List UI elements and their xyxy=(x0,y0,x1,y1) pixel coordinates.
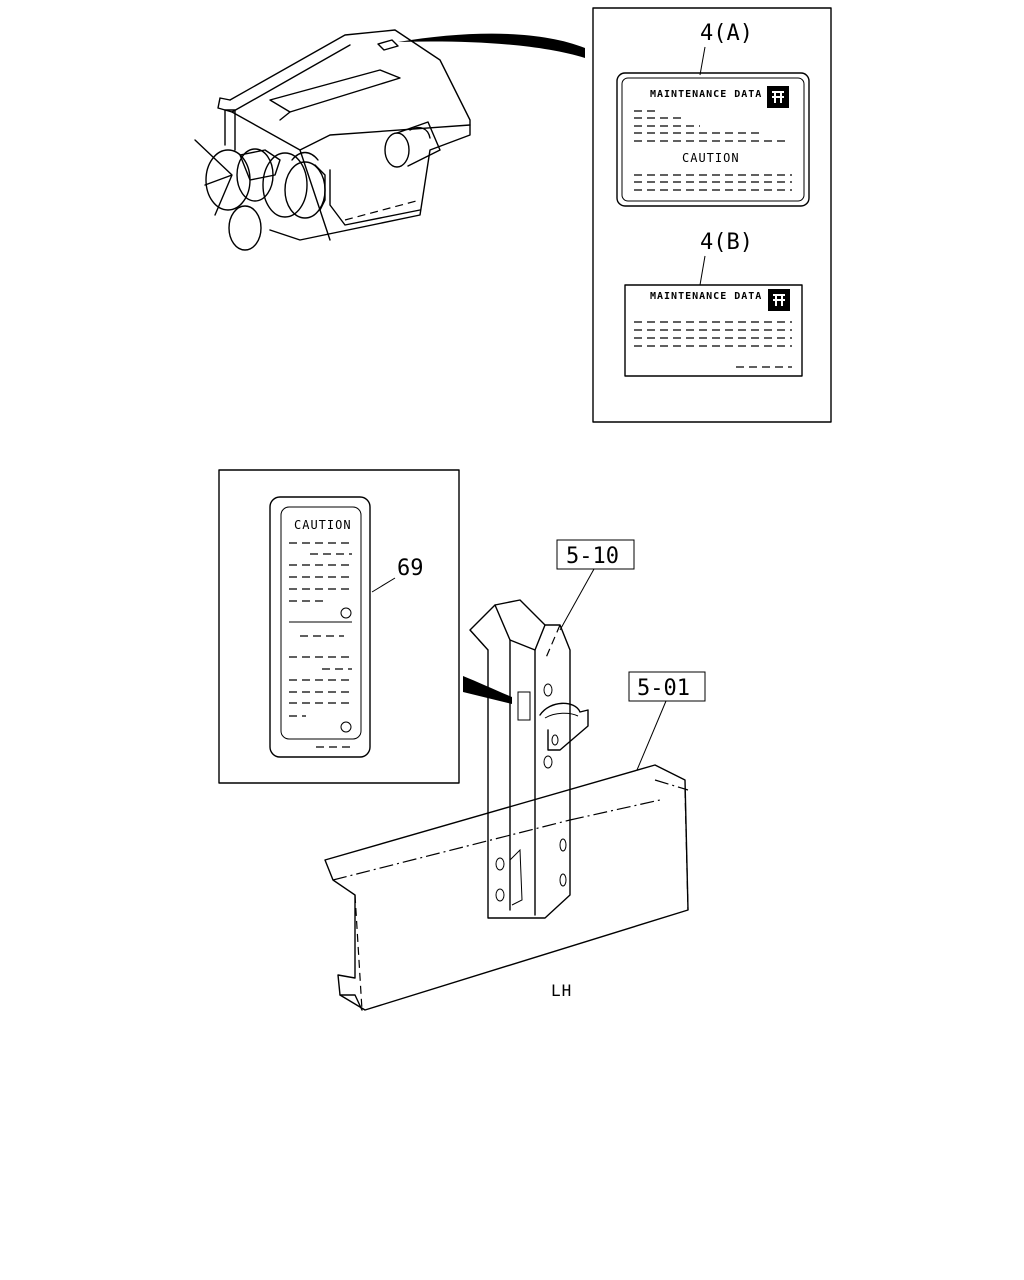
inset-maintenance-labels: 4(A) MAINTENANCE DATA CAUTION 4(B) MAINT… xyxy=(592,7,832,423)
label-4b-heading: MAINTENANCE DATA xyxy=(650,291,762,302)
ref-69: 69 xyxy=(397,556,424,581)
callout-5-01: 5-01 xyxy=(628,671,706,771)
ref-4a: 4(A) xyxy=(700,21,753,46)
label-69: CAUTION xyxy=(269,496,371,758)
ref-5-10: 5-10 xyxy=(566,544,619,569)
inset-caution-label: CAUTION 69 xyxy=(218,469,460,784)
frame-illustration xyxy=(324,599,689,1011)
label-4b: MAINTENANCE DATA xyxy=(624,284,803,377)
side-label: LH xyxy=(551,981,572,1000)
label-4a-caution: CAUTION xyxy=(682,151,740,165)
label-69-caution: CAUTION xyxy=(294,518,352,532)
ref-5-01: 5-01 xyxy=(637,676,690,701)
label-4a-heading: MAINTENANCE DATA xyxy=(650,89,762,100)
callout-5-10: 5-10 xyxy=(556,539,635,631)
ref-4b: 4(B) xyxy=(700,230,753,255)
label-4a: MAINTENANCE DATA CAUTION xyxy=(616,72,810,207)
engine-illustration xyxy=(194,29,585,251)
